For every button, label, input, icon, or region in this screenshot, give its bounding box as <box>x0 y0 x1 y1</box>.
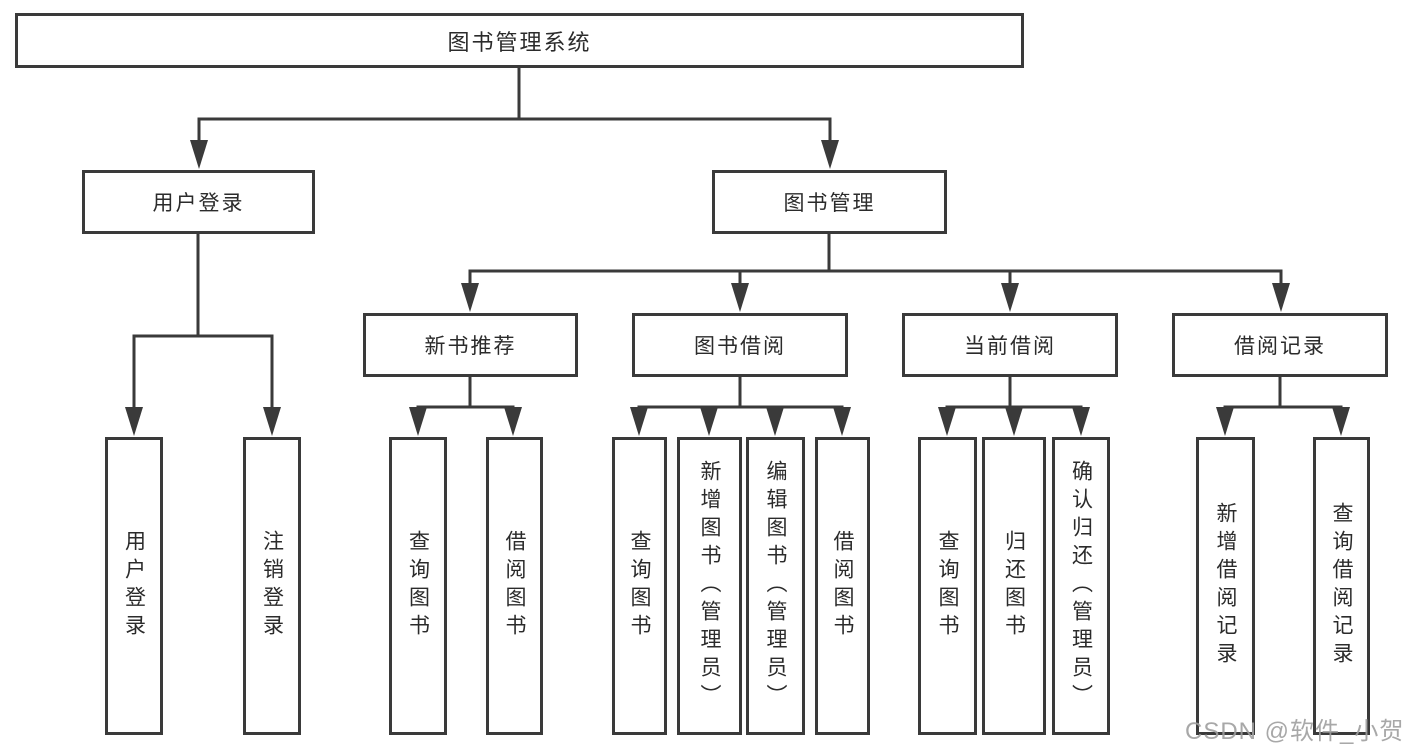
leaf-query-books-recommend: 查询图书 <box>389 437 447 735</box>
node-label: 图书管理系统 <box>447 29 592 55</box>
leaf-borrow-books-recommend: 借阅图书 <box>486 437 543 735</box>
csdn-watermark: CSDN @软件_小贺同学 <box>1185 718 1405 745</box>
leaf-add-book-admin: 新增图书（管理员） <box>677 437 742 735</box>
node-label: 新增图书（管理员） <box>698 460 721 712</box>
node-label: 查询图书 <box>936 530 959 642</box>
leaf-borrow-books: 借阅图书 <box>815 437 870 735</box>
node-label: 用户登录 <box>122 530 146 642</box>
leaf-query-books-borrow: 查询图书 <box>612 437 667 735</box>
leaf-return-book: 归还图书 <box>982 437 1046 735</box>
node-current-borrowing: 当前借阅 <box>902 313 1118 377</box>
node-label: 借阅图书 <box>503 530 526 642</box>
node-label: 查询图书 <box>628 530 651 642</box>
node-label: 图书借阅 <box>694 335 786 358</box>
leaf-user-login: 用户登录 <box>105 437 163 735</box>
node-label: 用户登录 <box>152 192 245 215</box>
node-label: 查询图书 <box>406 530 430 642</box>
node-library-management-system: 图书管理系统 <box>15 13 1024 68</box>
node-book-management: 图书管理 <box>712 170 947 234</box>
node-label: 借阅记录 <box>1234 335 1326 358</box>
node-new-book-recommendation: 新书推荐 <box>363 313 578 377</box>
leaf-query-books-current: 查询图书 <box>918 437 977 735</box>
node-label: 借阅图书 <box>831 530 854 642</box>
leaf-logout: 注销登录 <box>243 437 301 735</box>
node-book-borrowing: 图书借阅 <box>632 313 848 377</box>
leaf-confirm-return-admin: 确认归还（管理员） <box>1052 437 1110 735</box>
node-label: 新增借阅记录 <box>1214 502 1237 670</box>
leaf-add-borrow-record: 新增借阅记录 <box>1196 437 1255 735</box>
leaf-edit-book-admin: 编辑图书（管理员） <box>746 437 805 735</box>
node-label: 图书管理 <box>783 192 876 215</box>
node-label: 当前借阅 <box>964 335 1056 358</box>
node-label: 确认归还（管理员） <box>1069 460 1093 712</box>
node-label: 查询借阅记录 <box>1330 502 1353 670</box>
leaf-query-borrow-record: 查询借阅记录 <box>1313 437 1370 735</box>
node-borrowing-records: 借阅记录 <box>1172 313 1388 377</box>
node-label: 归还图书 <box>1002 530 1026 642</box>
node-label: 注销登录 <box>260 530 284 642</box>
node-label: 编辑图书（管理员） <box>764 460 787 712</box>
node-label: 新书推荐 <box>424 335 517 358</box>
node-user-login: 用户登录 <box>82 170 315 234</box>
